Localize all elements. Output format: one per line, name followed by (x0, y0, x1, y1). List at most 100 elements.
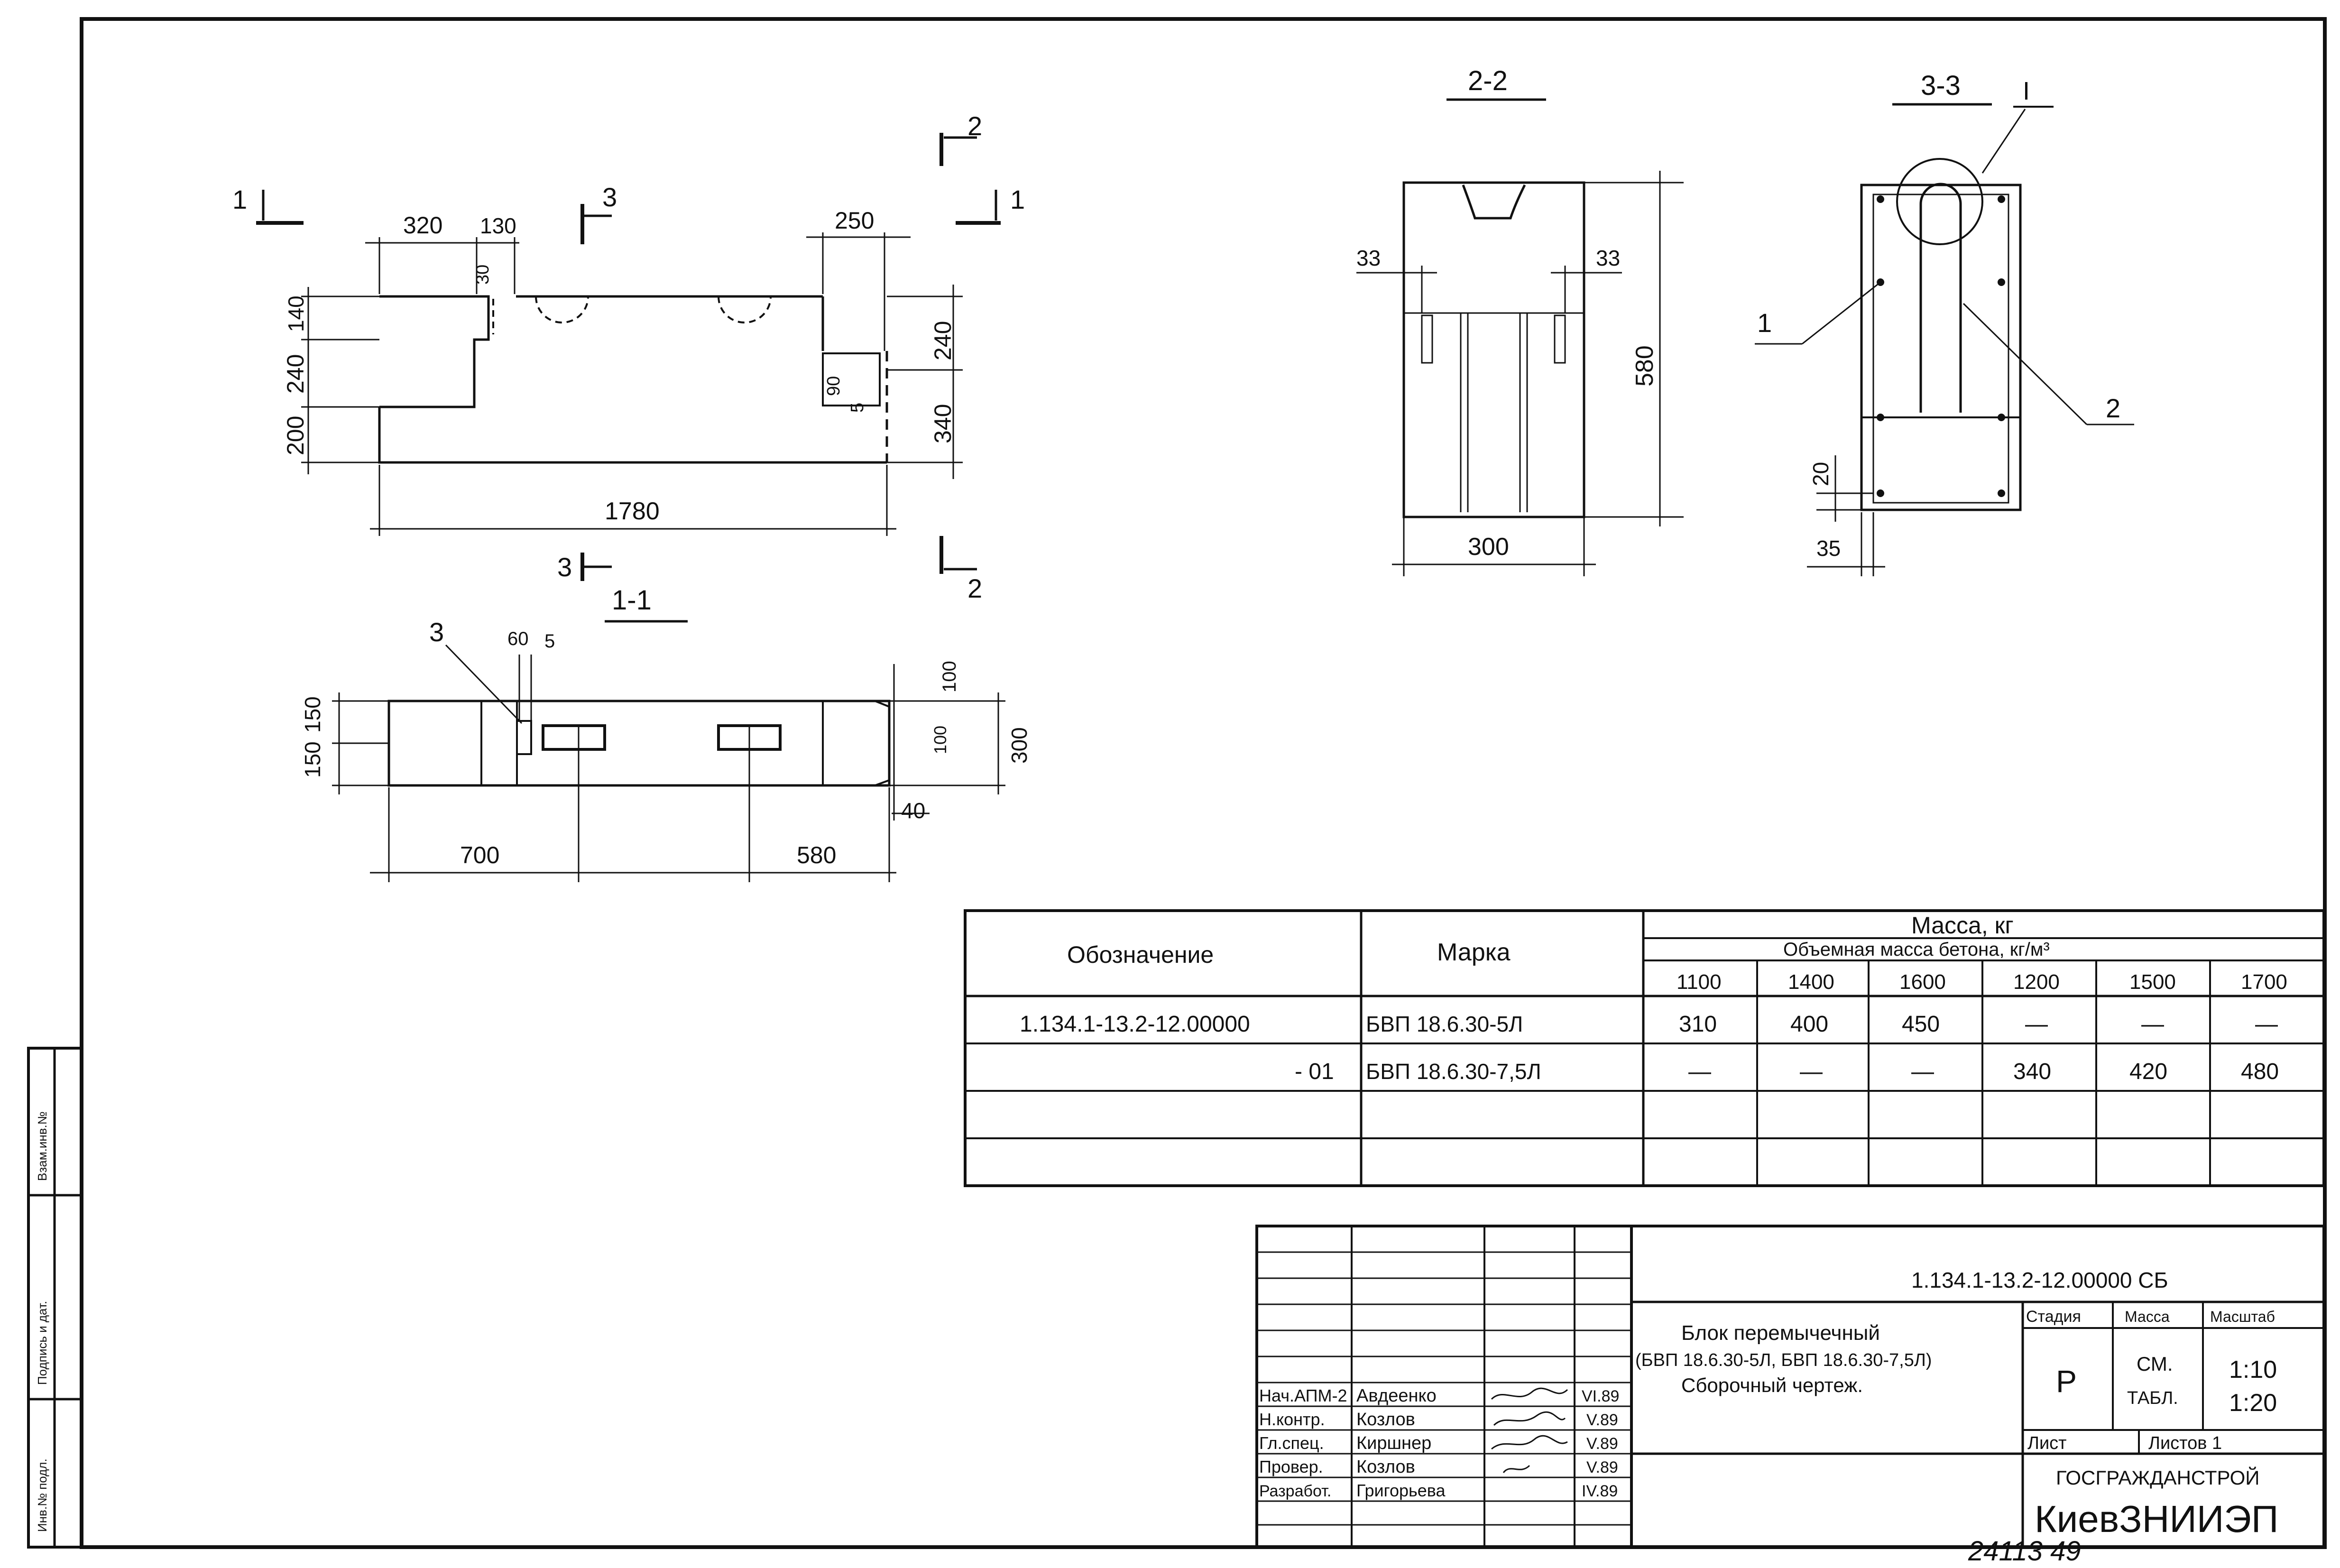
sig-date-3: V.89 (1586, 1435, 1618, 1453)
plan-dim-320: 320 (403, 212, 442, 239)
plan-view: 320 130 250 1780 140 240 200 30 240 340 … (232, 111, 1025, 603)
sig-name-2: Козлов (1356, 1410, 1415, 1430)
col-mass-header: Масса, кг (1911, 912, 2014, 939)
table-row-2-val-2: — (1800, 1059, 1823, 1084)
sig-name-1: Авдеенко (1356, 1386, 1437, 1406)
table-row-2-designation: - 01 (1295, 1059, 1334, 1084)
plan-dim-240a: 240 (282, 354, 309, 394)
section-2-2: 2-2 33 33 580 300 (1356, 65, 1684, 576)
sec11-dim-40: 40 (901, 798, 925, 823)
sheet-label: Лист (2027, 1433, 2067, 1453)
sig-role-1: Нач.АПМ-2 (1259, 1386, 1347, 1405)
sec33-roman-I: I (2023, 77, 2030, 105)
drawing-name-3: Сборочный чертеж. (1681, 1374, 1863, 1396)
sec33-dim-20: 20 (1808, 462, 1833, 486)
sec22-dim-33a: 33 (1356, 246, 1381, 270)
sig-name-5: Григорьева (1356, 1481, 1446, 1500)
sig-role-3: Гл.спец. (1259, 1433, 1324, 1453)
mass-value-1: СМ. (2137, 1353, 2173, 1375)
table-row-1-val-1: 310 (1679, 1012, 1717, 1037)
side-stamp-sign: Подпись и дат. (35, 1301, 49, 1385)
sig-name-4: Козлов (1356, 1457, 1415, 1477)
density-1700: 1700 (2241, 970, 2287, 994)
sec22-dim-33b: 33 (1596, 246, 1620, 270)
table-row-1-val-4: — (2025, 1012, 2048, 1037)
sec11-dim-60: 60 (507, 628, 529, 649)
org-name-2: КиевЗНИИЭП (2035, 1498, 2278, 1540)
plan-dim-200: 200 (282, 416, 309, 455)
sec11-dim-700: 700 (460, 842, 499, 868)
cut-mark-2-top: 2 (967, 111, 982, 141)
sig-date-2: V.89 (1586, 1411, 1618, 1429)
plan-dim-5: 5 (848, 403, 867, 413)
section-title-1-1: 1-1 (612, 585, 652, 616)
table-row-1-val-3: 450 (1902, 1012, 1940, 1037)
title-block: Нач.АПМ-2 Авдеенко VI.89 Н.контр. Козлов… (1255, 1225, 2325, 1549)
mass-value-2: ТАБЛ. (2127, 1388, 2178, 1408)
stage-label: Стадия (2026, 1308, 2081, 1326)
section-1-1: 1-1 3 60 5 150 150 100 100 300 40 (300, 585, 1032, 882)
col-designation-header: Обозначение (1067, 941, 1214, 968)
plan-dim-240b: 240 (930, 321, 956, 360)
sec11-dim-580: 580 (797, 842, 836, 868)
sig-role-5: Разработ. (1259, 1482, 1331, 1500)
plan-dim-250: 250 (835, 207, 874, 234)
stage-value: Р (2056, 1364, 2077, 1399)
density-1600: 1600 (1899, 970, 1946, 994)
sec11-dim-300: 300 (1007, 727, 1032, 764)
plan-dim-30: 30 (473, 265, 493, 285)
table-row-1-val-5: — (2141, 1012, 2164, 1037)
cut-mark-2-bottom: 2 (967, 573, 982, 603)
sec11-leader-3: 3 (429, 617, 444, 647)
side-stamp-replace: Взам.инв.№ (35, 1111, 49, 1181)
table-row-1-designation: 1.134.1-13.2-12.00000 (1020, 1012, 1250, 1037)
sec33-leader-1: 1 (1757, 308, 1772, 338)
sec11-dim-150a: 150 (300, 696, 325, 733)
drawing-name-2: (БВП 18.6.30-5Л, БВП 18.6.30-7,5Л) (1635, 1350, 1932, 1370)
table-row-2-val-4: 340 (2013, 1059, 2051, 1084)
sec11-dim-100a: 100 (939, 661, 960, 692)
table-row-2-val-5: 420 (2129, 1059, 2167, 1084)
density-1400: 1400 (1788, 970, 1834, 994)
sec22-dim-580: 580 (1631, 345, 1658, 387)
side-stamp: Взам.инв.№ Подпись и дат. Инв.№ подл. (27, 1047, 83, 1549)
scale-value-2: 1:20 (2229, 1389, 2277, 1417)
scale-value-1: 1:10 (2229, 1356, 2277, 1384)
sig-date-4: V.89 (1586, 1458, 1618, 1476)
sec33-dim-35: 35 (1816, 536, 1841, 561)
density-1500: 1500 (2129, 970, 2176, 994)
side-stamp-inv: Инв.№ подл. (35, 1458, 49, 1532)
cut-mark-3-bottom: 3 (557, 552, 572, 582)
sec11-dim-5: 5 (544, 631, 555, 652)
plan-dim-340: 340 (930, 404, 956, 443)
drawing-code: 1.134.1-13.2-12.00000 СБ (1911, 1268, 2168, 1292)
plan-dim-140: 140 (284, 295, 308, 332)
mass-table: Обозначение Марка Масса, кг Объемная мас… (964, 909, 2325, 1187)
table-row-2-val-3: — (1911, 1059, 1934, 1084)
section-title-3-3: 3-3 (1921, 70, 1961, 101)
sec11-dim-100b: 100 (930, 726, 950, 754)
table-row-2-val-1: — (1688, 1059, 1711, 1084)
sec22-dim-300: 300 (1468, 533, 1509, 561)
signature-mark-1 (1491, 1387, 1568, 1400)
col-mark-header: Марка (1437, 939, 1511, 966)
signature-mark-2 (1493, 1411, 1566, 1426)
density-1100: 1100 (1677, 970, 1722, 994)
cut-mark-3-top: 3 (602, 182, 617, 212)
section-title-2-2: 2-2 (1468, 65, 1508, 96)
section-3-3: 3-3 I 1 2 20 35 (1755, 70, 2134, 576)
sheets-label: Листов 1 (2148, 1433, 2222, 1453)
sig-role-2: Н.контр. (1259, 1410, 1325, 1429)
table-row-1-val-6: — (2255, 1012, 2278, 1037)
sig-role-4: Провер. (1259, 1457, 1323, 1476)
sig-name-3: Киршнер (1356, 1433, 1431, 1453)
sheet-frame (80, 17, 2327, 1549)
cut-mark-1-right: 1 (1010, 184, 1025, 214)
drawing-name-1: Блок перемычечный (1681, 1321, 1880, 1345)
plan-dim-1780: 1780 (605, 498, 660, 525)
cut-mark-1-left: 1 (232, 184, 247, 214)
sig-date-1: VI.89 (1582, 1387, 1619, 1405)
sig-date-5: IV.89 (1582, 1482, 1618, 1500)
density-1200: 1200 (2013, 970, 2060, 994)
